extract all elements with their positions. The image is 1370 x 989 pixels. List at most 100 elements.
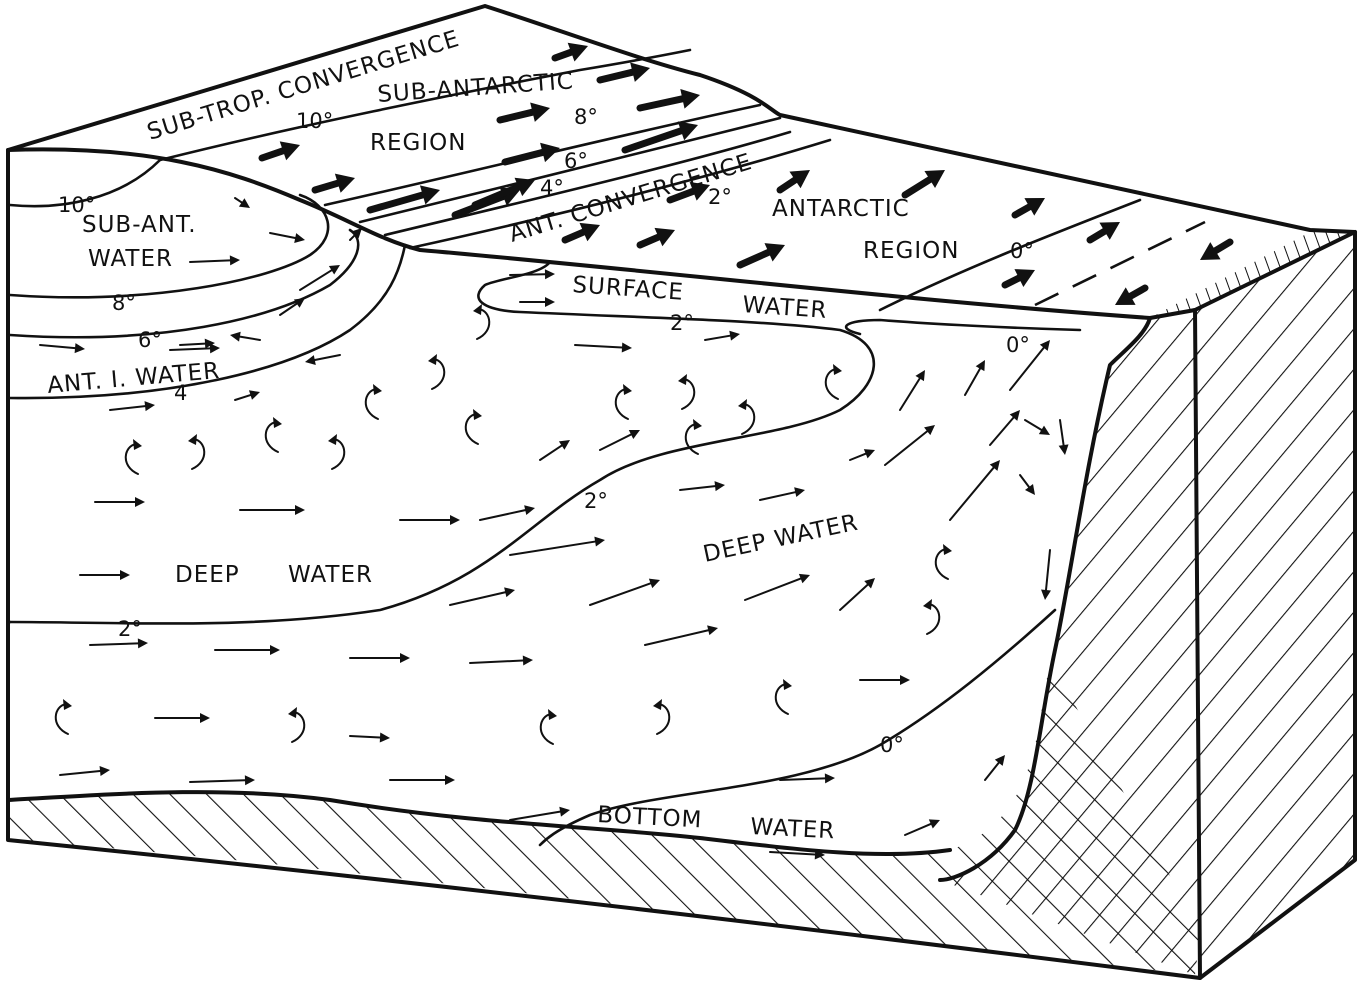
flow-arrow-19 [769, 851, 817, 856]
shelf-top-strip [1150, 232, 1355, 318]
eddy-arrowhead-5 [428, 354, 437, 365]
bold-arrowhead-20 [1200, 242, 1221, 260]
bold-arrowhead-12 [654, 227, 675, 247]
flow-arrow-34 [839, 583, 869, 611]
temp-8-left: 8° [112, 291, 136, 315]
flow-arrowhead-46 [248, 390, 260, 400]
isotherm-2-top [408, 138, 832, 250]
flow-arrow-35 [849, 452, 867, 461]
temp-10-top: 10° [296, 109, 333, 133]
flow-arrowhead-21 [729, 330, 740, 341]
flow-arrow-20 [574, 344, 624, 349]
temp-10-left: 10° [58, 193, 95, 217]
eddy-arrow-17 [774, 683, 789, 715]
bold-arrow-19 [1001, 274, 1023, 289]
flow-arrow-53 [1024, 419, 1043, 431]
flow-arrowhead-6 [450, 515, 460, 525]
bold-arrow-6 [501, 148, 547, 166]
region-right-label: REGION [863, 238, 959, 264]
bold-arrow-16 [736, 248, 773, 269]
flow-arrowhead-57 [74, 343, 85, 354]
eddy-arrow-8 [614, 388, 629, 420]
sub-ant-label: SUB-ANT. [82, 212, 197, 238]
flow-arrow-0 [269, 232, 297, 240]
eddy-arrow-1 [191, 438, 206, 470]
bold-arrowhead-14 [789, 170, 810, 189]
flow-arrow-26 [479, 509, 527, 521]
flow-arrowhead-28 [504, 587, 515, 598]
bold-arrow-2 [636, 95, 686, 112]
flow-arrow-29 [589, 582, 652, 606]
eddy-arrowhead-8 [623, 384, 632, 395]
flow-arrow-54 [1059, 419, 1065, 447]
temp-0-deep: 0° [880, 733, 904, 757]
bold-arrowhead-19 [1014, 269, 1035, 287]
eddy-arrow-18 [926, 603, 941, 635]
isotherm-10-top [158, 48, 692, 162]
flow-arrowhead-37 [915, 370, 925, 382]
isotherm-0-top [878, 198, 1142, 312]
bold-arrow-17 [1011, 203, 1033, 219]
eddy-arrow-11 [741, 403, 756, 435]
flow-arrowhead-3 [144, 401, 155, 412]
flow-arrowhead-34 [864, 578, 875, 589]
bold-arrowhead-5 [530, 102, 550, 122]
bold-arrow-11 [561, 228, 587, 244]
flow-arrow-50 [299, 269, 333, 291]
flow-arrow-40 [949, 466, 995, 521]
bold-arrowhead-0 [567, 42, 588, 62]
flow-arrowhead-32 [794, 487, 805, 498]
flow-arrow-43 [904, 822, 932, 836]
sea-floor-profile [6, 790, 952, 857]
flow-arrowhead-29 [648, 578, 660, 589]
flow-arrow-14 [59, 769, 102, 776]
flow-arrow-36 [884, 430, 929, 466]
eddy-arrow-15 [539, 713, 554, 745]
bold-arrowhead-4 [279, 141, 300, 161]
eddy-arrowhead-2 [273, 417, 282, 428]
isotherm-6-top [358, 116, 782, 224]
slope-profile [938, 316, 1152, 882]
eddy-arrow-2 [264, 421, 279, 453]
eddy-arrow-19 [934, 548, 949, 580]
flow-arrowhead-42 [900, 675, 910, 685]
flow-arrowhead-10 [400, 653, 410, 663]
sea-floor [8, 660, 1200, 975]
eddy-arrowhead-4 [373, 384, 382, 395]
eddy-arrow-12 [824, 368, 839, 400]
flow-arrowhead-13 [379, 732, 390, 743]
flow-arrow-48 [238, 335, 261, 341]
flow-arrow-2 [179, 342, 207, 346]
flow-arrowhead-5 [295, 505, 305, 515]
bold-arrowhead-17 [1024, 198, 1045, 216]
bold-arrowhead-16 [764, 243, 785, 262]
flow-arrow-1 [189, 259, 232, 263]
flow-arrow-38 [964, 367, 982, 396]
eddy-arrow-3 [331, 438, 346, 470]
bold-arrowhead-6 [540, 142, 560, 163]
bold-arrowhead-10 [514, 177, 535, 197]
flow-arrowhead-38 [975, 360, 985, 372]
isotherm-4-section [8, 243, 407, 400]
temp-6-top: 6° [564, 149, 588, 173]
flow-arrowhead-18 [824, 773, 835, 784]
flow-arrow-3 [109, 405, 147, 411]
isotherm-2-surface [8, 260, 876, 625]
bold-arrow-7 [311, 179, 342, 194]
eddy-arrowhead-16 [653, 699, 662, 710]
flow-arrowhead-7 [120, 570, 130, 580]
flow-arrowhead-35 [863, 449, 875, 459]
bold-arrow-20 [1211, 238, 1234, 255]
interior-flow-arrows [39, 197, 1069, 860]
water-surface-label: WATER [742, 292, 829, 324]
flow-arrowhead-20 [621, 342, 632, 353]
bottom-label: BOTTOM [597, 802, 703, 833]
shelf-end-face [1195, 232, 1355, 975]
flow-arrow-46 [234, 394, 252, 401]
flow-arrow-56 [1044, 549, 1051, 592]
flow-arrow-21 [704, 334, 732, 341]
flow-arrowhead-52 [238, 198, 250, 208]
surface-current-arrows [258, 42, 1234, 305]
flow-arrow-33 [744, 577, 802, 601]
